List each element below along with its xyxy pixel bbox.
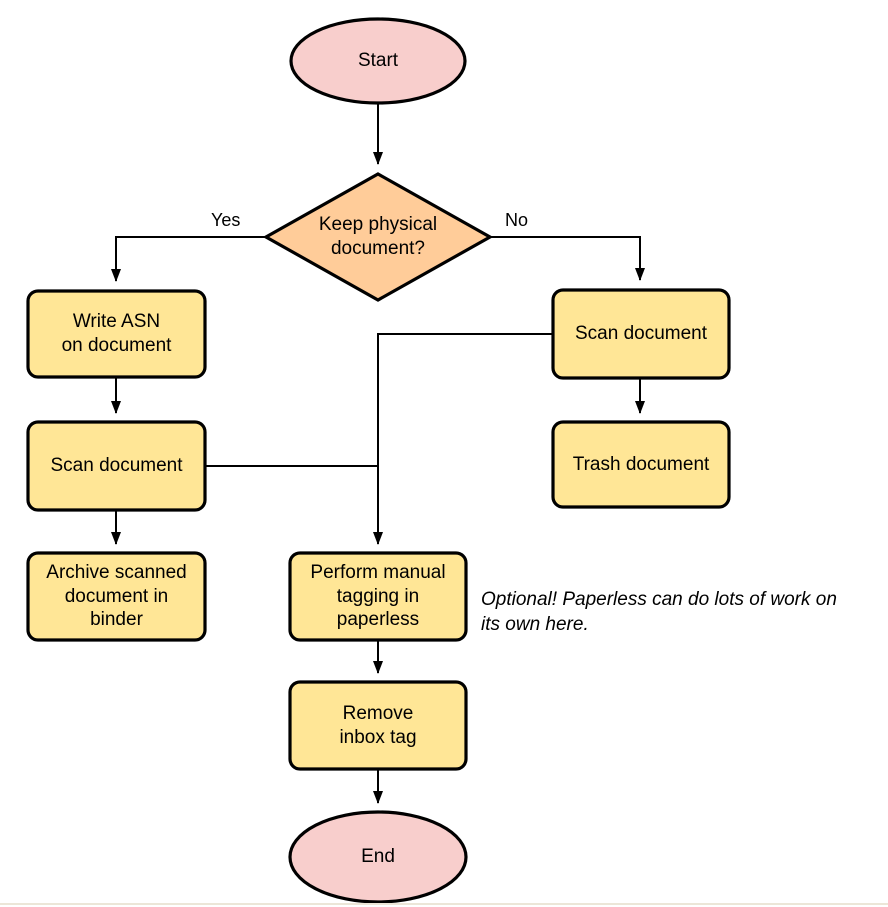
remove-inbox-process-shape [288,680,468,771]
optional-annotation-text: Optional! Paperless can do lots of work … [481,589,837,635]
trash-process-shape [551,420,731,509]
archive-process-shape [26,551,207,642]
scan-left-process-shape [26,420,207,512]
edge-scan-right-to-tagging [373,333,553,545]
edge-decision-yes-to-write-asn [111,236,266,282]
start-terminal-shape [289,17,467,105]
tagging-process-shape [288,551,468,642]
page-bottom-edge-line [0,903,888,905]
yes-edge-label: Yes [211,210,241,230]
scan-right-process-shape [551,288,731,380]
decision-diamond-shape [262,172,494,302]
edge-decision-no-to-scan-right [490,236,645,281]
write-asn-process-shape [26,289,207,379]
end-terminal-shape [288,810,468,904]
no-edge-label: No [505,210,529,230]
